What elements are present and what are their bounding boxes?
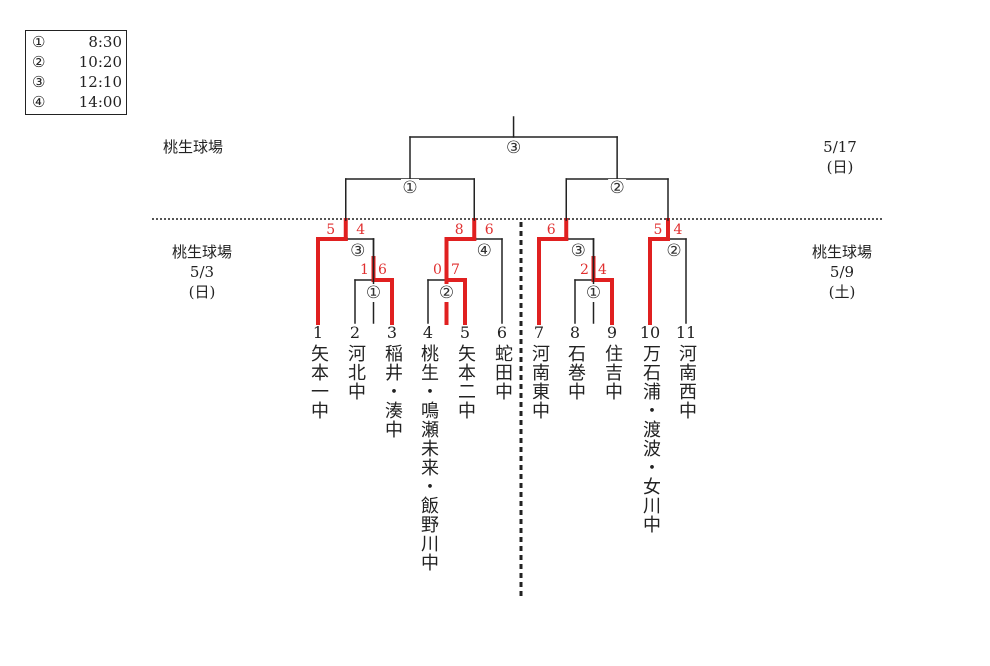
game-mark-background [401,179,419,197]
score-left: 6 [547,222,556,238]
final-day: (日) [826,158,854,176]
team-entry: 8 石巻中 [561,323,589,402]
team-number: 3 [386,323,398,342]
team-entry: 6 蛇田中 [488,323,516,402]
team-entry: 9 住吉中 [598,323,626,402]
game-mark-background [475,242,494,260]
team-name: 河南西中 [676,344,697,420]
game-mark: ② [439,283,454,303]
schedule-mark: ① [32,33,46,51]
left-venue-name: 桃生球場 [171,243,232,261]
game-mark-background [437,284,456,302]
score-left: 8 [455,222,464,238]
team-name: 桃生・鳴瀬未来・飯野川中 [418,344,439,572]
right-venue-day: (土) [828,283,856,301]
team-entry: 10 万石浦・渡波・女川中 [636,323,664,535]
team-name: 河北中 [345,344,366,401]
final-venue-label: 桃生球場 [163,138,224,156]
team-name: 蛇田中 [492,344,513,401]
team-entry: 4 桃生・鳴瀬未来・飯野川中 [414,323,442,573]
game-mark-background [608,179,627,197]
score-right: 7 [451,262,460,278]
team-name: 稲井・湊中 [382,344,403,439]
team-entry: 2 河北中 [341,323,369,402]
score-left: 0 [433,262,442,278]
game-mark: ① [402,178,417,198]
right-round-venue-block: 桃生球場 5/9 (土) [800,242,884,302]
team-entry: 5 矢本二中 [451,323,479,421]
schedule-time: 10:20 [78,53,122,71]
score-right: 4 [356,222,365,238]
score-right: 4 [598,262,607,278]
team-entry: 1 矢本一中 [304,323,332,421]
schedule-time: 12:10 [78,73,122,91]
team-number: 6 [496,323,508,342]
schedule-mark: ④ [32,93,46,111]
team-number: 5 [459,323,471,342]
team-name: 石巻中 [565,344,586,401]
game-mark-background [584,284,603,302]
schedule-mark: ② [32,53,46,71]
score-right: 4 [674,222,683,238]
team-number: 1 [312,323,324,342]
team-number: 7 [533,323,545,342]
game-mark-background [665,242,683,260]
score-left: 5 [326,222,335,238]
team-name: 万石浦・渡波・女川中 [640,344,661,534]
game-mark: ③ [350,241,365,261]
game-mark: ① [366,283,381,303]
score-right: 6 [378,262,387,278]
schedule-time: 14:00 [78,93,122,111]
left-venue-day: (日) [188,283,216,301]
game-mark: ② [666,241,681,261]
schedule-row: ④ 14:00 [32,92,126,112]
left-venue-date: 5/3 [189,263,215,281]
final-date-block: 5/17 (日) [812,137,868,177]
right-venue-date: 5/9 [829,263,855,281]
team-number: 4 [422,323,434,342]
game-mark: ④ [477,241,492,261]
team-name: 矢本一中 [308,344,329,420]
score-left: 2 [580,262,589,278]
game-mark: ① [586,283,601,303]
game-mark: ③ [571,241,586,261]
game-mark-background [348,242,367,260]
team-name: 住吉中 [602,344,623,401]
schedule-row: ① 8:30 [32,32,126,52]
game-mark: ② [610,178,625,198]
bracket-line-layer [316,116,687,325]
schedule-mark: ③ [32,73,46,91]
team-number: 9 [606,323,618,342]
game-mark-background [364,284,383,302]
team-entry: 11 河南西中 [672,323,700,421]
game-mark: ③ [506,138,521,158]
team-number: 11 [675,323,697,342]
team-name: 河南東中 [529,344,550,420]
team-entry: 3 稲井・湊中 [378,323,406,440]
game-mark-background [504,139,523,157]
score-left: 5 [654,222,663,238]
left-round-venue-block: 桃生球場 5/3 (日) [160,242,244,302]
game-mark-background [569,242,588,260]
schedule-row: ② 10:20 [32,52,126,72]
schedule-legend: ① 8:30 ② 10:20 ③ 12:10 ④ 14:00 [25,30,127,115]
team-entry: 7 河南東中 [525,323,553,421]
schedule-row: ③ 12:10 [32,72,126,92]
team-number: 10 [639,323,661,342]
team-name: 矢本二中 [455,344,476,420]
score-left: 1 [360,262,369,278]
schedule-time: 8:30 [88,33,122,51]
score-right: 6 [485,222,494,238]
team-number: 8 [569,323,581,342]
team-number: 2 [349,323,361,342]
right-venue-name: 桃生球場 [811,243,872,261]
final-date: 5/17 [823,138,857,156]
